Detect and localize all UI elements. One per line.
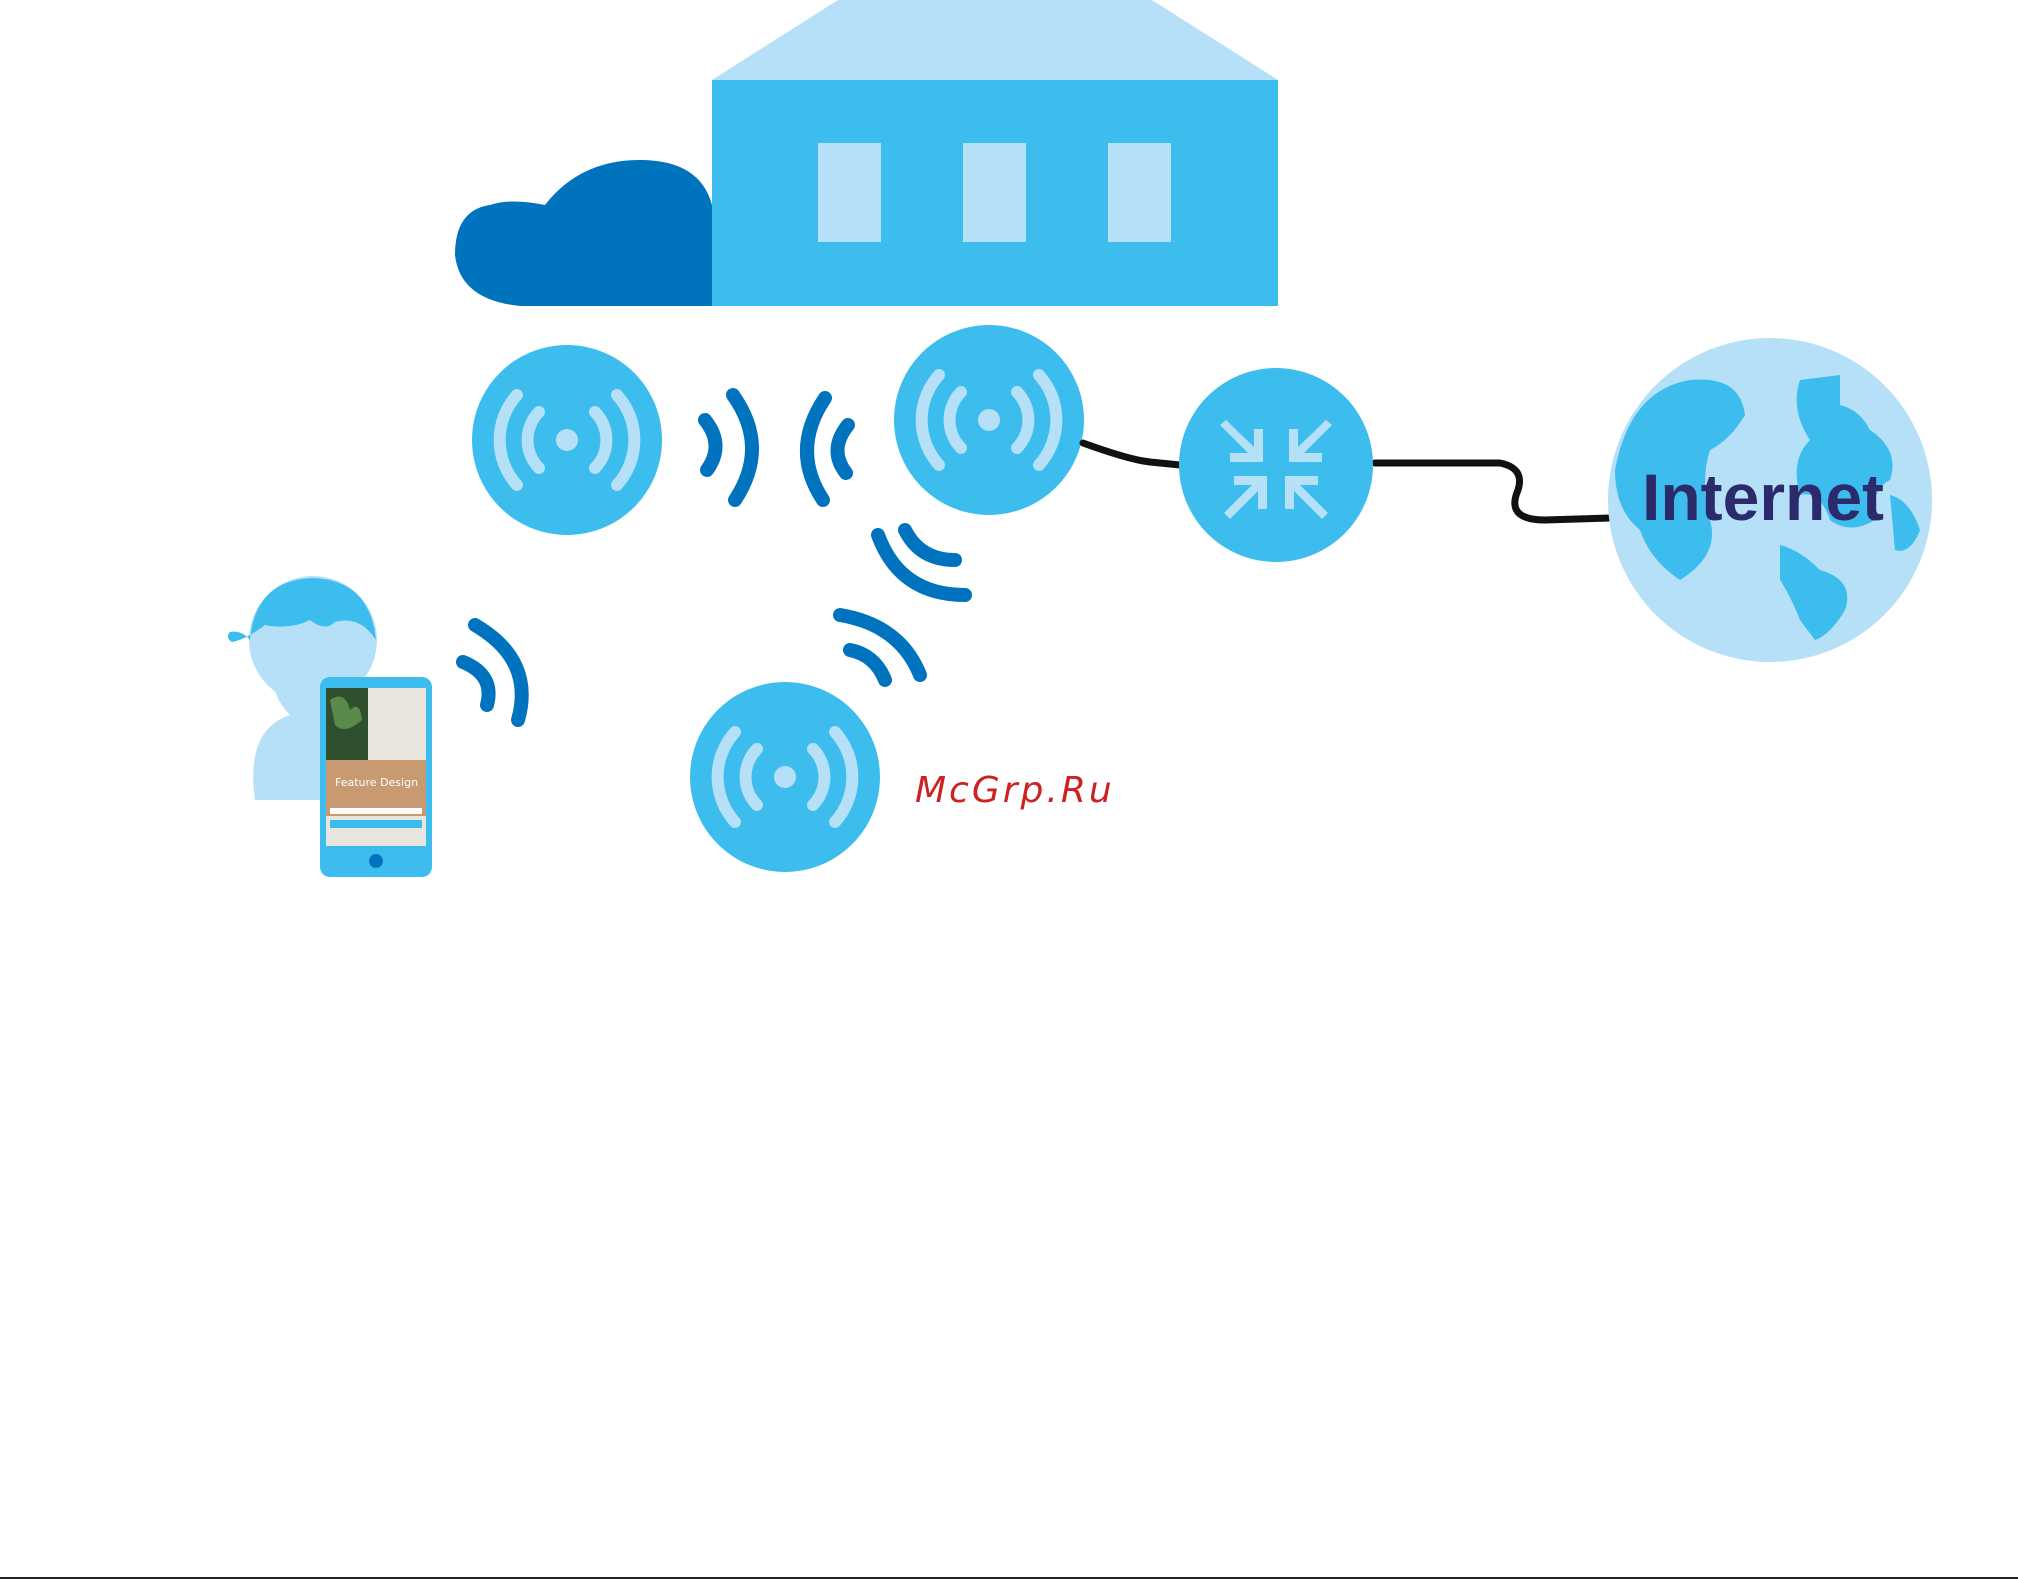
cloud-building-group [455, 0, 1278, 306]
switch-icon [1179, 368, 1373, 562]
wifi-signal-icon [463, 625, 522, 720]
access-point-icon [894, 325, 1084, 515]
cloud-icon [455, 160, 712, 306]
watermark-text: McGrp.Ru [915, 770, 1115, 811]
access-point-icon [690, 682, 880, 872]
building-icon [712, 0, 1278, 306]
globe-icon: Internet [1608, 338, 1932, 662]
smartphone-icon: Feature Design [320, 677, 432, 877]
page-rule [0, 1577, 2018, 1579]
globe-label: Internet [1642, 460, 1884, 534]
access-point-icon [472, 345, 662, 535]
wifi-signal-icon [840, 530, 965, 680]
wifi-signal-icon [705, 395, 848, 500]
phone-app-title: Feature Design [335, 776, 418, 789]
